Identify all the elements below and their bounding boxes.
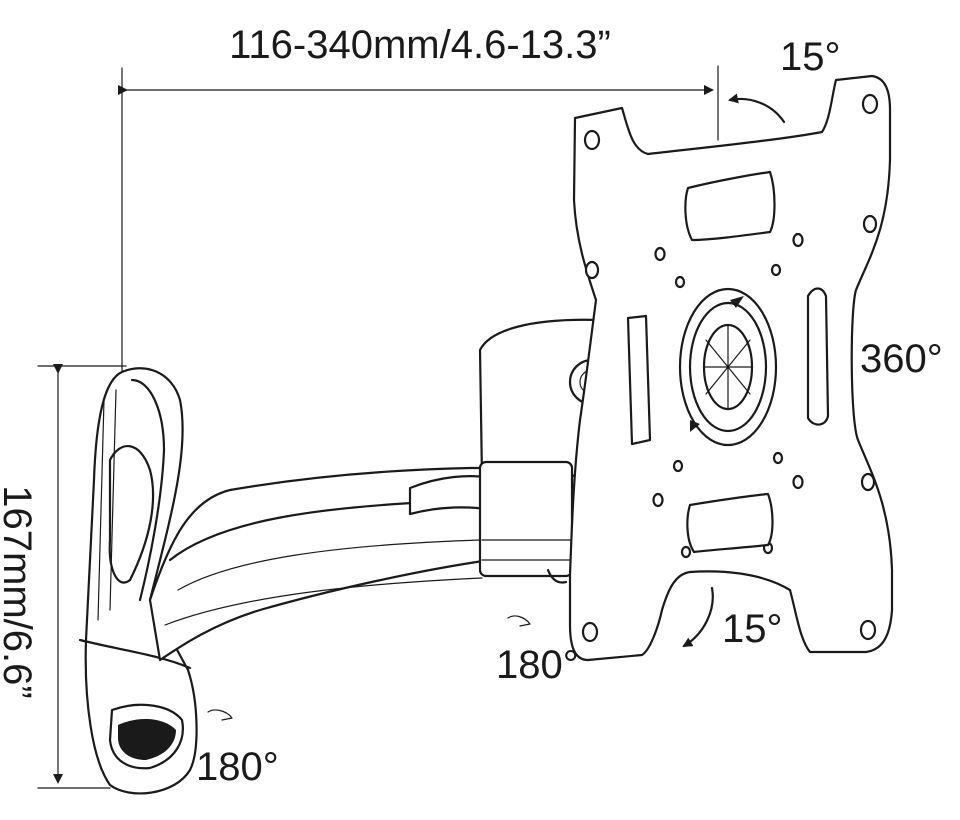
tilt-bottom-arrow (682, 586, 714, 648)
vesa-plate (568, 74, 894, 662)
extension-dimension (118, 65, 719, 373)
swivel-wall-label: 180° (196, 745, 279, 789)
tilt-top-arrow (728, 93, 786, 124)
swivel-plate-label: 180° (496, 643, 579, 687)
height-label: 167mm/6.6” (0, 485, 39, 698)
tilt-bottom-label: 15° (722, 607, 783, 651)
swivel-wall-arrow (207, 709, 233, 721)
motion-arrows (207, 93, 786, 721)
extension-label: 116-340mm/4.6-13.3” (229, 23, 611, 67)
swing-arm (148, 466, 494, 662)
tilt-top-label: 15° (780, 35, 841, 79)
wall-bracket (78, 367, 198, 795)
height-dimension (37, 364, 127, 789)
rotation-label: 360° (860, 337, 943, 381)
swivel-plate-arrow (507, 615, 531, 627)
